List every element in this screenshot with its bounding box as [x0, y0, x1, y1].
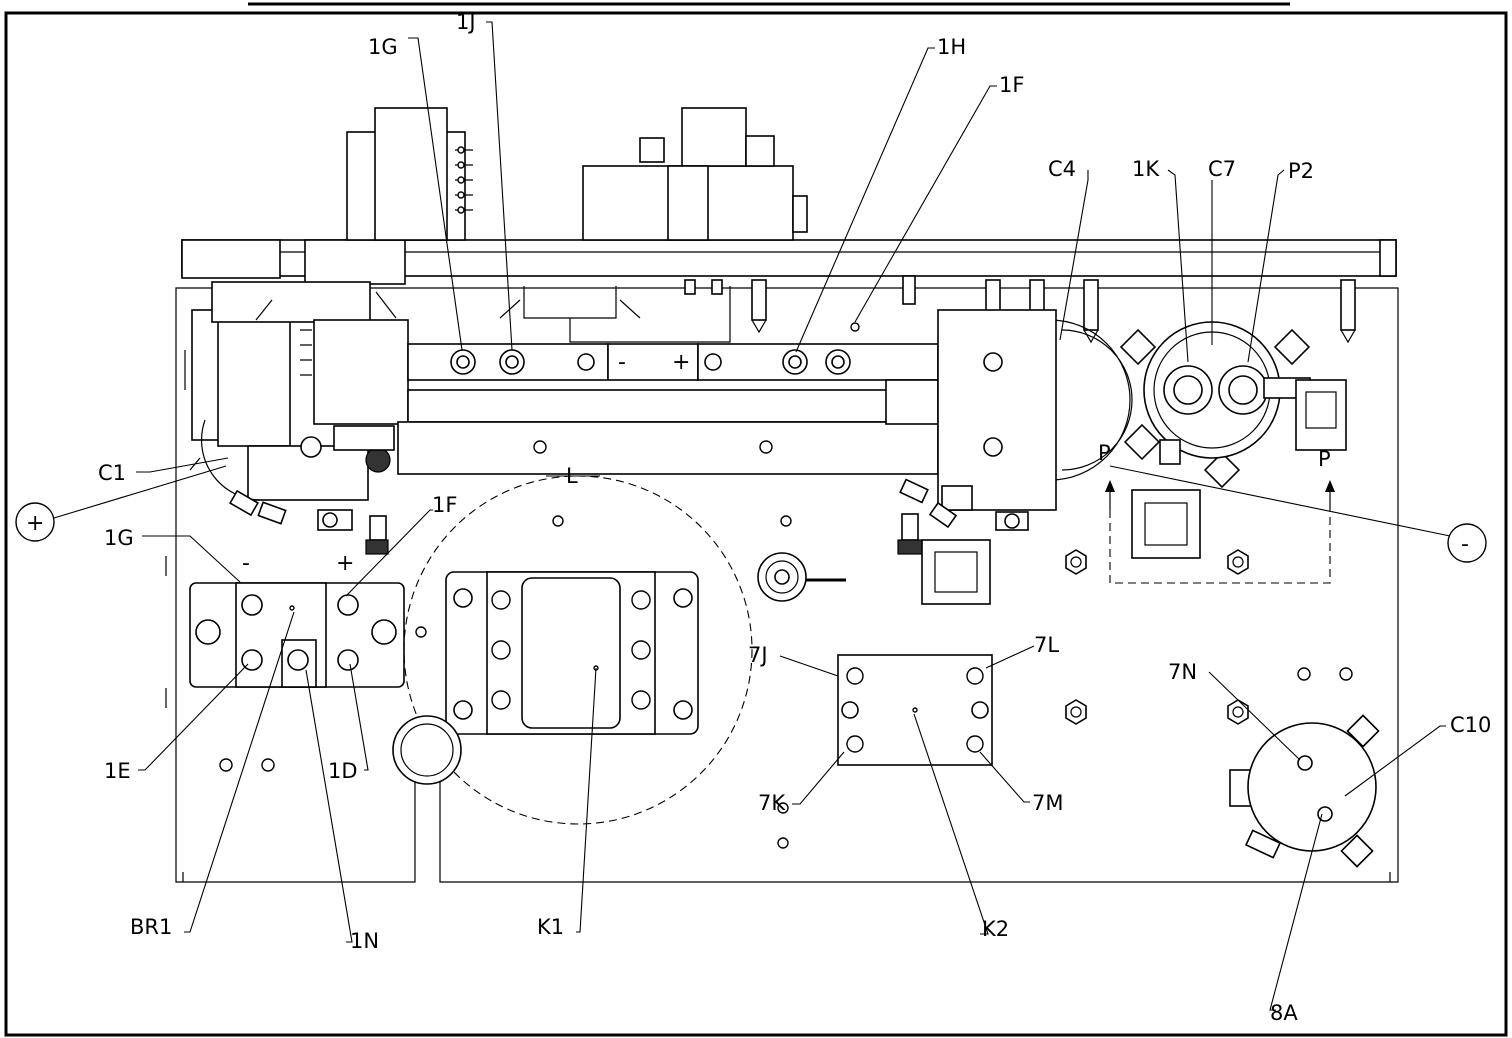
label-1g-top: 1G	[368, 35, 398, 59]
capacitor-c4	[897, 309, 1133, 555]
bus-minus-symbol: -	[618, 350, 626, 375]
bridge-rectifier-br1	[165, 556, 427, 708]
label-1g-left: 1G	[104, 526, 134, 550]
relay-k1	[392, 475, 753, 825]
bus-bars	[397, 343, 939, 475]
label-1f-top: 1F	[999, 73, 1024, 97]
relay-k2	[777, 654, 993, 849]
bus-plus-symbol: +	[672, 350, 690, 375]
label-k2: K2	[982, 917, 1009, 941]
inner-bracket	[499, 275, 916, 343]
label-1j: 1J	[456, 10, 476, 34]
label-c7: C7	[1208, 157, 1236, 181]
label-c4: C4	[1048, 157, 1076, 181]
label-7n: 7N	[1168, 660, 1197, 684]
label-7j: 7J	[748, 643, 768, 667]
label-1h: 1H	[937, 35, 966, 59]
label-8a: 8A	[1270, 1001, 1298, 1025]
transformer-left	[346, 107, 473, 241]
bus-screws	[450, 322, 860, 454]
top-mounting-bar	[181, 239, 1397, 285]
label-1f-left: 1F	[432, 493, 457, 517]
capacitor-c7	[1119, 321, 1347, 489]
label-br1: BR1	[130, 915, 172, 939]
label-c10: C10	[1450, 713, 1491, 737]
label-k1: K1	[537, 915, 564, 939]
relay-cluster-left	[184, 281, 409, 555]
capacitor-c10	[219, 667, 1380, 868]
polarity-terminals	[15, 502, 1487, 563]
label-7l: 7L	[1034, 633, 1059, 657]
positive-terminal-label: +	[26, 511, 44, 536]
label-1e: 1E	[104, 759, 131, 783]
br1-plus-symbol: +	[336, 551, 354, 576]
hex-nuts	[1065, 549, 1249, 725]
polarity-symbols: - + - + + -	[26, 350, 1469, 576]
drawing-frame	[4, 2, 1508, 1037]
br1-minus-symbol: -	[242, 551, 250, 576]
negative-terminal	[1447, 523, 1487, 563]
callout-labels: 1G 1J 1H 1F C4 1K C7 P2 C1 1G 1F L P P 7…	[98, 10, 1491, 1025]
label-c1: C1	[98, 461, 126, 485]
label-7m: 7M	[1032, 791, 1063, 815]
label-p-right: P	[1318, 447, 1331, 471]
label-l: L	[566, 464, 578, 488]
label-1n: 1N	[350, 929, 379, 953]
label-1k: 1K	[1132, 157, 1160, 181]
label-7k: 7K	[758, 791, 786, 815]
label-p-left: P	[1098, 441, 1111, 465]
label-p2: P2	[1288, 159, 1314, 183]
negative-terminal-label: -	[1461, 532, 1469, 557]
square-pads	[921, 480, 1335, 605]
transformer-center	[582, 107, 808, 241]
label-1d: 1D	[328, 759, 358, 783]
positive-terminal	[15, 502, 55, 542]
leader-lines	[53, 21, 1451, 1011]
center-stud	[552, 515, 846, 602]
